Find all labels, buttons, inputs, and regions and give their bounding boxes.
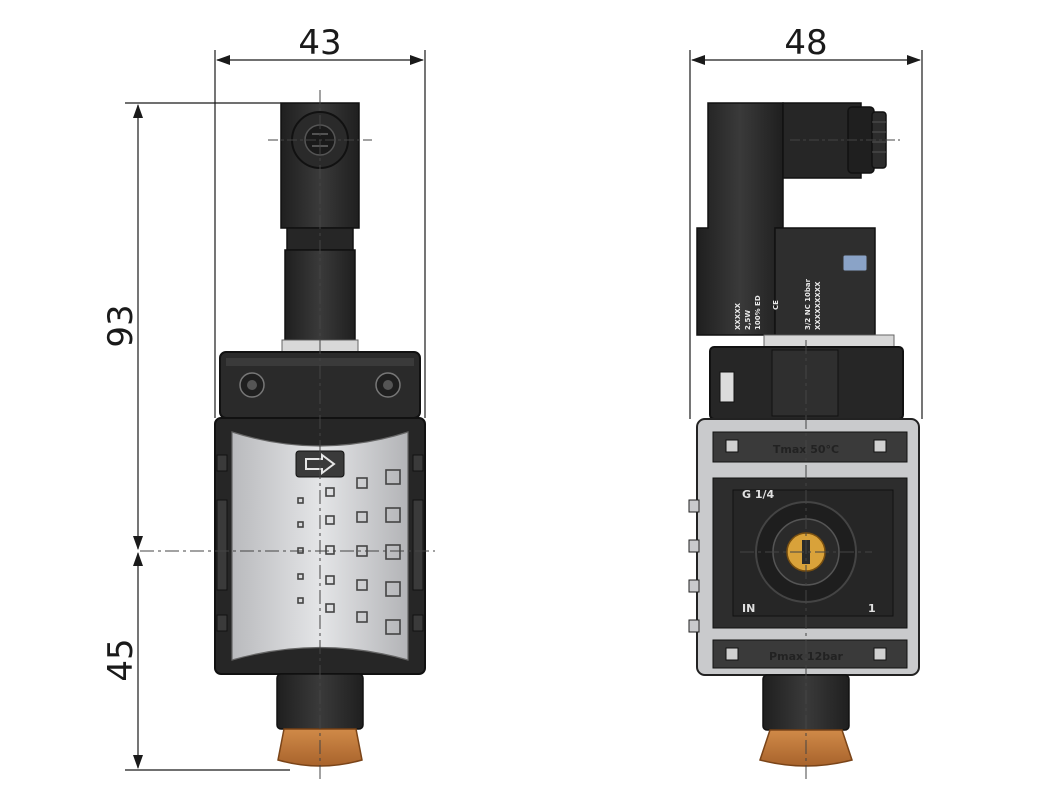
- side-dimensions: [689, 50, 923, 419]
- arrow-right-icon: [305, 453, 336, 475]
- in-label: IN: [742, 602, 755, 615]
- total-height-dimension: 93: [101, 304, 141, 347]
- ce-mark: CE: [772, 300, 780, 310]
- side-view: XXXXX 2,5W 100% ED CE 3/2 NC 10bar XXXXX…: [688, 102, 920, 780]
- side-neck: [763, 334, 895, 348]
- front-width-dimension: 43: [298, 23, 341, 63]
- coil-text-5: XXXXXXXXX: [814, 281, 822, 330]
- coil-text-2: 2,5W: [744, 310, 752, 330]
- side-coil: [774, 227, 876, 336]
- side-coil-connector: [696, 102, 784, 336]
- front-dimensions: [125, 50, 426, 771]
- front-view: [140, 90, 435, 780]
- coil-text-1: XXXXX: [734, 302, 742, 330]
- coil-text-3: 100% ED: [754, 295, 762, 330]
- out-label: 1: [868, 602, 876, 615]
- port-label: G 1/4: [742, 488, 775, 501]
- side-window: [719, 371, 735, 403]
- pmax-label: Pmax 12bar: [769, 650, 843, 663]
- side-width-dimension: 48: [784, 23, 827, 63]
- side-coil-nut: [842, 254, 868, 272]
- lower-height-dimension: 45: [101, 638, 141, 681]
- coil-text-4: 3/2 NC 10bar: [804, 278, 812, 330]
